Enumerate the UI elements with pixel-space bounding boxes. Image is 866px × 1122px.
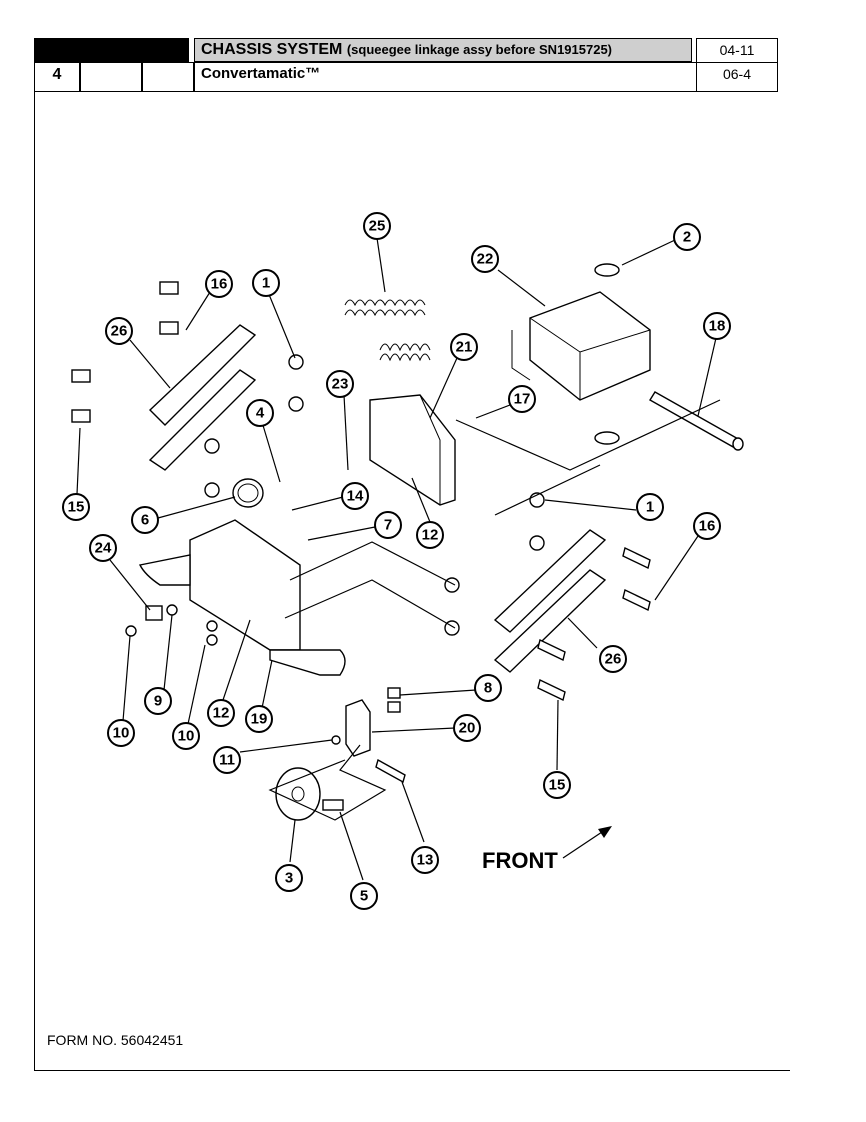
callout-label: 12 [422, 527, 439, 544]
title-main: CHASSIS SYSTEM [201, 41, 343, 58]
callout-12b: 12 [207, 699, 235, 727]
callout-1: 1 [252, 269, 280, 297]
callout-label: 26 [605, 651, 622, 668]
code-top: 04-11 [696, 38, 778, 62]
callout-1b: 1 [636, 493, 664, 521]
callout-label: 24 [95, 540, 112, 557]
callout-12: 12 [416, 521, 444, 549]
callout-label: 4 [256, 405, 265, 422]
callout-label: 16 [699, 518, 716, 535]
callout-label: 17 [514, 391, 531, 408]
wheel-bracket [331, 699, 371, 757]
callout-label: 1 [646, 499, 654, 516]
bracket-top [511, 263, 651, 445]
callout-14: 14 [341, 482, 369, 510]
callout-6: 6 [131, 506, 159, 534]
callout-5: 5 [350, 882, 378, 910]
exploded-view-lines [268, 399, 721, 821]
callout-26b: 26 [599, 645, 627, 673]
bolts-right [537, 546, 651, 702]
callout-label: 10 [178, 728, 195, 745]
callout-label: 23 [332, 376, 349, 393]
gear-part [232, 478, 264, 508]
callout-18: 18 [703, 312, 731, 340]
callout-label: 16 [211, 276, 228, 293]
callout-label: 7 [384, 517, 392, 534]
callout-16: 16 [205, 270, 233, 298]
callout-15b: 15 [543, 771, 571, 799]
callout-16b: 16 [693, 512, 721, 540]
callout-9: 9 [144, 687, 172, 715]
callout-25: 25 [363, 212, 391, 240]
callout-10: 10 [107, 719, 135, 747]
callout-label: 3 [285, 870, 293, 887]
callout-label: 15 [68, 499, 85, 516]
form-number: FORM NO. 56042451 [47, 1032, 184, 1048]
front-indicator: FRONT [482, 826, 612, 873]
arrow-icon [598, 826, 612, 838]
link-bars-left [148, 324, 257, 471]
callout-20: 20 [453, 714, 481, 742]
callout-2: 2 [673, 223, 701, 251]
header-empty-cell-2 [142, 62, 194, 92]
page-title: CHASSIS SYSTEM (squeegee linkage assy be… [194, 38, 692, 62]
callout-4: 4 [246, 399, 274, 427]
callout-label: 12 [213, 705, 230, 722]
bolts-left [71, 281, 179, 423]
callout-label: 5 [360, 888, 368, 905]
screws [375, 687, 406, 784]
callout-label: 6 [141, 512, 149, 529]
page-subtitle: Convertamatic™ [194, 62, 696, 92]
callout-3: 3 [275, 864, 303, 892]
callout-label: 18 [709, 318, 726, 335]
pivot-block [369, 394, 456, 506]
callout-21: 21 [450, 333, 478, 361]
shaft-part [649, 391, 744, 451]
callout-26: 26 [105, 317, 133, 345]
header-block: CHASSIS SYSTEM (squeegee linkage assy be… [34, 38, 778, 94]
callout-8: 8 [474, 674, 502, 702]
callout-label: 21 [456, 339, 473, 356]
page-number: 4 [34, 62, 80, 92]
callout-7: 7 [374, 511, 402, 539]
callout-19: 19 [245, 705, 273, 733]
callout-label: 25 [369, 218, 386, 235]
header-empty-cell-1 [80, 62, 142, 92]
exploded-parts-diagram: 25 2 22 16 1 18 26 21 23 17 4 15 1 14 6 … [62, 212, 744, 910]
callout-11: 11 [213, 746, 241, 774]
callout-label: 2 [683, 229, 691, 246]
callout-24: 24 [89, 534, 117, 562]
callout-15: 15 [62, 493, 90, 521]
callout-label: 9 [154, 693, 162, 710]
wheel-part [275, 767, 344, 821]
code-bottom: 06-4 [696, 62, 778, 92]
callout-label: 13 [417, 852, 434, 869]
callout-label: 15 [549, 777, 566, 794]
callout-label: 11 [219, 752, 235, 769]
bushings [204, 354, 545, 636]
callout-label: 22 [477, 251, 494, 268]
callout-22: 22 [471, 245, 499, 273]
callout-23: 23 [326, 370, 354, 398]
callout-label: 20 [459, 720, 476, 737]
callout-label: 19 [251, 711, 268, 728]
front-label: FRONT [482, 848, 558, 873]
callout-label: 14 [347, 488, 364, 505]
header-black-bar [34, 38, 189, 62]
main-bracket [138, 519, 346, 676]
link-bars-right [493, 529, 607, 673]
callout-17: 17 [508, 385, 536, 413]
callout-label: 1 [262, 275, 270, 292]
title-suffix: (squeegee linkage assy before SN1915725) [346, 42, 613, 57]
callout-13: 13 [411, 846, 439, 874]
callout-label: 10 [113, 725, 130, 742]
callout-label: 26 [111, 323, 128, 340]
leader-lines [76, 237, 717, 881]
callout-label: 8 [484, 680, 492, 697]
page-frame [34, 38, 790, 1071]
spring-part [344, 299, 431, 362]
callout-10b: 10 [172, 722, 200, 750]
